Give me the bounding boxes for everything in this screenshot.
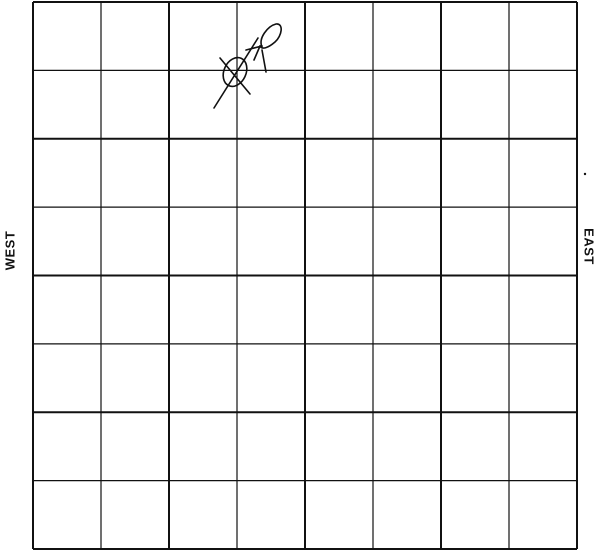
grid-lines [33,2,586,549]
east-label: EAST [583,227,596,267]
handwritten-mark [214,24,281,108]
stray-pen-dot [584,173,586,175]
